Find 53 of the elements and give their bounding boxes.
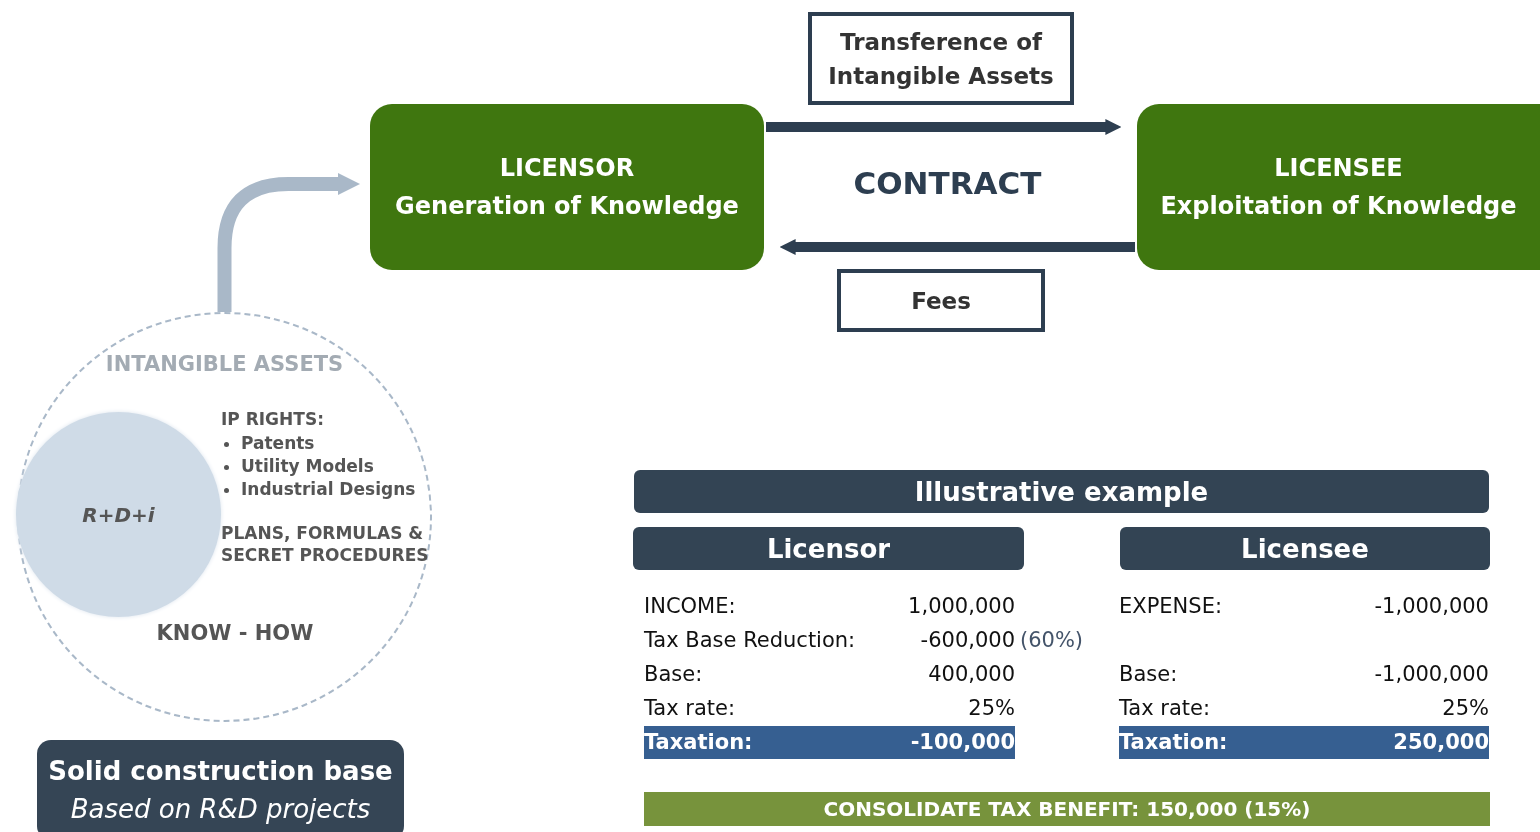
table-cell-text: Tax Base Reduction:: [644, 627, 856, 654]
base-box: [37, 740, 404, 832]
arrow: [217, 172, 361, 312]
table-cell-text: -600,000: [920, 627, 1015, 654]
table-cell-text: Taxation:: [1119, 729, 1228, 756]
label-box: [837, 269, 1045, 332]
band-text: Licensee: [1241, 533, 1369, 564]
band-text: Illustrative example: [914, 476, 1209, 507]
table-cell-text: 400,000: [928, 661, 1015, 688]
list-item: Industrial Designs: [241, 479, 416, 499]
table-cell-text: -1,000,000: [1374, 661, 1489, 688]
circle-label: KNOW - HOW: [155, 621, 315, 645]
table-cell-text: 25%: [1442, 695, 1489, 722]
licensor-box: [370, 104, 764, 270]
circle-title: INTANGIBLE ASSETS: [104, 352, 345, 376]
table-cell-text: 1,000,000: [908, 593, 1015, 620]
header-band: [633, 527, 1024, 570]
box-text: Fees: [911, 286, 971, 316]
list-item: Patents: [241, 433, 315, 453]
table-cell-text: Base:: [1119, 661, 1178, 688]
box-heading: Solid construction base: [48, 755, 393, 788]
table-cell-text: Taxation:: [644, 729, 753, 756]
box-heading: LICENSOR: [499, 153, 635, 184]
table-cell-text: 25%: [968, 695, 1015, 722]
circle-text: R+D+i: [82, 502, 155, 527]
box-subtitle: Generation of Knowledge: [395, 191, 739, 222]
table-cell-text: Tax rate:: [1119, 695, 1211, 722]
percent-note: (60%): [1020, 627, 1084, 654]
list-heading: IP RIGHTS:: [221, 409, 324, 429]
box-heading: LICENSEE: [1274, 153, 1403, 184]
arrow: [766, 119, 1122, 135]
band-text: Licensor: [766, 533, 891, 564]
list-heading: PLANS, FORMULAS & SECRET PROCEDURES: [221, 522, 430, 566]
licensee-box: [1137, 104, 1540, 270]
summary-band: [644, 792, 1490, 826]
contract-label: CONTRACT: [852, 165, 1043, 201]
table-cell-text: EXPENSE:: [1119, 593, 1222, 620]
box-subtitle: Exploitation of Knowledge: [1160, 191, 1517, 222]
dashed-circle: [17, 312, 432, 722]
band-text: CONSOLIDATE TAX BENEFIT: 150,000 (15%): [823, 797, 1311, 821]
box-subtitle: Based on R&D projects: [70, 793, 371, 826]
table-cell-text: -1,000,000: [1374, 593, 1489, 620]
header-band: [634, 470, 1489, 513]
table-cell-text: 250,000: [1393, 729, 1489, 756]
list-item: Utility Models: [241, 456, 374, 476]
table-cell-text: INCOME:: [644, 593, 736, 620]
table-cell-text: -100,000: [910, 729, 1015, 756]
box-text: Transference of Intangible Assets: [827, 27, 1055, 91]
table-cell-text: Base:: [644, 661, 703, 688]
header-band: [1120, 527, 1490, 570]
table-cell-text: Tax rate:: [644, 695, 736, 722]
arrow: [779, 239, 1135, 255]
label-box: [808, 12, 1074, 105]
